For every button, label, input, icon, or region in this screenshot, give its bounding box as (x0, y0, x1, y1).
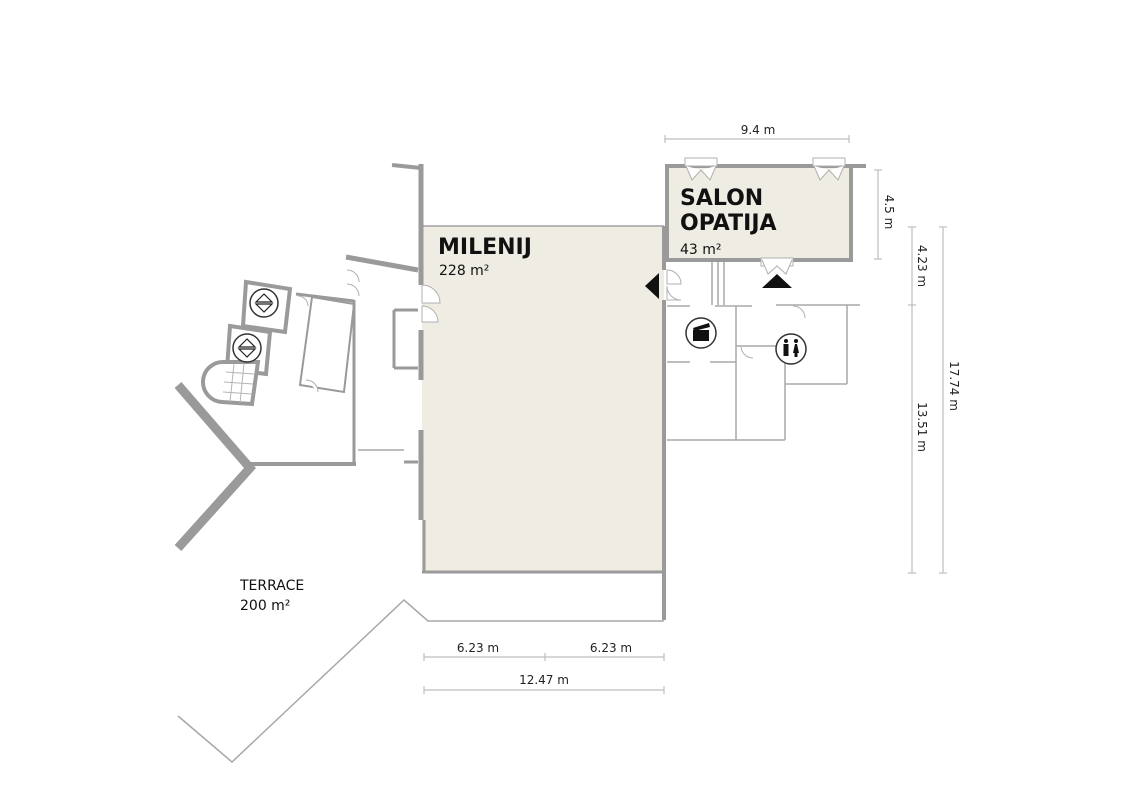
exterior-wall-left (174, 382, 356, 552)
room-name-milenij: MILENIJ (438, 235, 532, 260)
room-area-milenij: 228 m² (439, 263, 489, 279)
dimension-half-widths: 6.23 m 6.23 m (423, 641, 665, 661)
room-salon-opatija[interactable]: SALON OPATIJA 43 m² (665, 157, 866, 275)
svg-text:6.23 m: 6.23 m (590, 641, 632, 655)
svg-text:4.23 m: 4.23 m (915, 245, 929, 287)
av-control-room-icon (685, 317, 717, 349)
dimension-total-height: 17.74 m (939, 226, 961, 574)
svg-text:17.74 m: 17.74 m (947, 361, 961, 411)
svg-text:12.47 m: 12.47 m (519, 673, 569, 687)
room-name-salon-line1: SALON (680, 186, 763, 211)
area-terrace[interactable]: TERRACE 200 m² (239, 578, 304, 614)
room-milenij[interactable]: MILENIJ 228 m² (391, 163, 666, 620)
svg-text:13.51 m: 13.51 m (915, 402, 929, 452)
entrance-arrow-left-icon (645, 273, 659, 299)
svg-text:4.5 m: 4.5 m (882, 195, 896, 230)
service-rooms (666, 262, 860, 441)
elevator-icon (249, 288, 279, 318)
elevator-icon (232, 333, 262, 363)
dimension-total-width: 12.47 m (423, 673, 665, 694)
dimension-vertical-segments: 4.23 m 13.51 m (908, 226, 929, 574)
svg-text:9.4 m: 9.4 m (741, 123, 776, 137)
entrance-arrow-up-icon (762, 274, 792, 288)
svg-text:6.23 m: 6.23 m (457, 641, 499, 655)
restroom-icon (775, 333, 807, 365)
service-core (200, 254, 419, 464)
room-area-salon: 43 m² (680, 242, 722, 258)
dimension-salon-depth: 4.5 m (874, 169, 896, 260)
room-name-salon-line2: OPATIJA (680, 211, 777, 236)
terrace-name: TERRACE (239, 578, 304, 594)
dimension-salon-width: 9.4 m (664, 123, 850, 143)
terrace-area: 200 m² (240, 598, 290, 614)
